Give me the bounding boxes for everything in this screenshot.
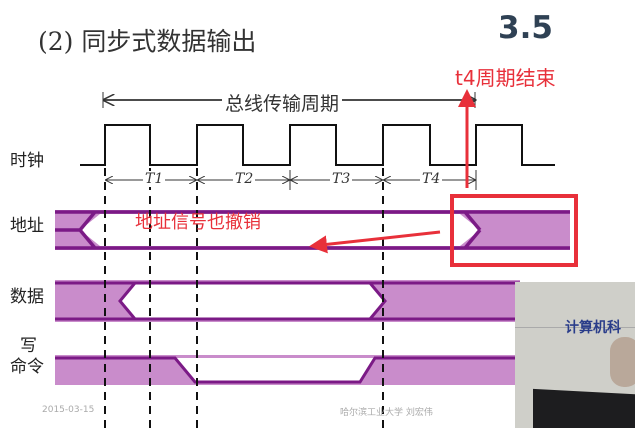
clock-waveform: [80, 124, 555, 166]
bus-cycle-label: 总线传输周期: [222, 89, 343, 116]
address-bus: [55, 210, 570, 250]
write-command-signal: [55, 355, 520, 385]
webcam-banner: 计算机科: [565, 320, 621, 336]
footer-author: 哈尔滨工业大学 刘宏伟: [340, 408, 433, 418]
highlight-box: [450, 194, 578, 267]
t4-end-annotation: t4周期结束: [455, 66, 556, 90]
presenter: [610, 337, 635, 387]
write-label: 写: [20, 336, 37, 356]
period-t3: T3: [330, 171, 353, 187]
data-label: 数据: [10, 287, 44, 307]
slide-title: (2) 同步式数据输出: [38, 27, 257, 56]
webcam-overlay: 计算机科: [515, 282, 635, 428]
laptop: [533, 388, 635, 428]
footer-date: 2015-03-15: [42, 405, 95, 415]
section-number: 3.5: [498, 10, 553, 46]
period-t1: T1: [143, 171, 166, 187]
period-t4: T4: [420, 171, 443, 187]
dashed-guides: [104, 168, 384, 428]
period-t2: T2: [233, 171, 256, 187]
clock-label: 时钟: [10, 151, 44, 171]
data-bus: [55, 280, 520, 322]
command-label: 命令: [10, 357, 44, 377]
address-revoked-annotation: 地址信号也撤销: [135, 212, 261, 233]
address-revoked-arrow: [309, 230, 441, 254]
address-label: 地址: [10, 216, 44, 236]
